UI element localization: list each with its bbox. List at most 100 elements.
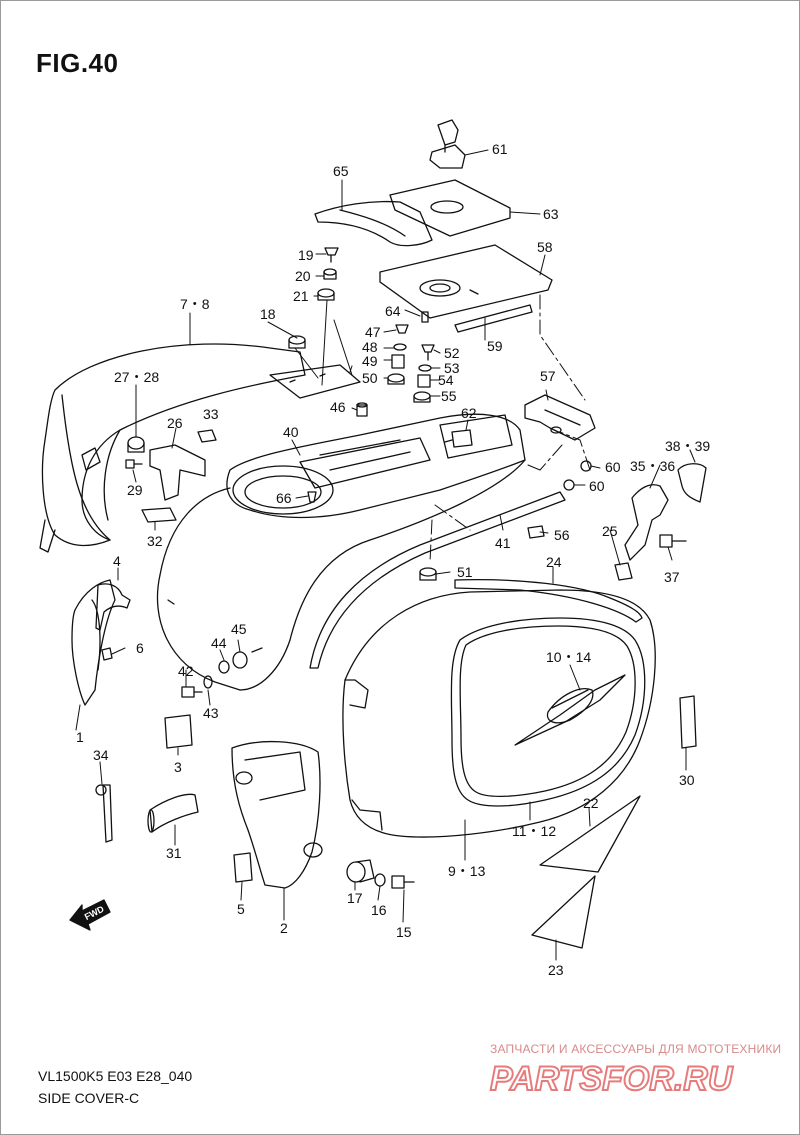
model-code: VL1500K5 E03 E28_040 (38, 1068, 193, 1084)
callout-43: 43 (203, 705, 219, 721)
part-decal-23 (531, 875, 596, 949)
part-grommet-45 (232, 647, 263, 669)
callout-57: 57 (540, 368, 556, 384)
callout-24: 24 (546, 554, 562, 570)
callout-23: 23 (548, 962, 564, 978)
part-rear-fender-base (156, 413, 526, 691)
callout-10-14: 10・14 (546, 649, 591, 665)
part-clamp-34 (95, 784, 113, 843)
callout-2: 2 (280, 920, 288, 936)
callout-37: 37 (664, 569, 680, 585)
callout-49: 49 (362, 353, 378, 369)
callout-16: 16 (371, 902, 387, 918)
callout-40: 40 (283, 424, 299, 440)
watermark-brand: PARTSFOR.RU (490, 1060, 734, 1098)
callout-62: 62 (461, 405, 477, 421)
callout-6: 6 (136, 640, 144, 656)
callout-48: 48 (362, 339, 378, 355)
callout-44: 44 (211, 635, 227, 651)
callout-66: 66 (276, 490, 292, 506)
callout-41: 41 (495, 535, 511, 551)
part-grommet-27-28 (127, 436, 145, 453)
part-pad-33 (197, 429, 217, 443)
part-bracket-under-seat (269, 364, 361, 399)
callout-38-39: 38・39 (665, 438, 710, 454)
part-emblem (514, 674, 626, 746)
part-plate-58 (379, 244, 553, 319)
callout-3: 3 (174, 759, 182, 775)
part-bracket-57 (524, 394, 596, 441)
callout-55: 55 (441, 388, 457, 404)
part-grommet-21 (317, 288, 335, 301)
part-lower-frame-cover (231, 740, 323, 889)
callout-42: 42 (178, 663, 194, 679)
part-grommet-17 (346, 859, 375, 883)
part-bracket-26 (149, 444, 206, 501)
part-trim-strip-24 (454, 579, 643, 623)
callout-53: 53 (444, 360, 460, 376)
callout-65: 65 (333, 163, 349, 179)
callout-26: 26 (167, 415, 183, 431)
part-plate-65 (314, 200, 433, 247)
part-bolt-52 (421, 344, 435, 361)
part-screw-66 (307, 491, 317, 503)
callout-7-8: 7・8 (180, 296, 210, 312)
callout-34: 34 (93, 747, 109, 763)
callout-27-28: 27・28 (114, 369, 159, 385)
part-key-lock (429, 119, 466, 169)
part-plate-63 (389, 179, 511, 237)
part-bolt-64 (421, 311, 429, 323)
callout-54: 54 (438, 372, 454, 388)
part-collar-16 (374, 873, 386, 887)
part-grommet-55 (413, 391, 431, 403)
callout-1: 1 (76, 729, 84, 745)
callout-58: 58 (537, 239, 553, 255)
callout-60b: 60 (589, 478, 605, 494)
part-washer-53 (418, 364, 432, 372)
part-pad-3 (164, 714, 193, 749)
callout-20: 20 (295, 268, 311, 284)
callout-59: 59 (487, 338, 503, 354)
part-washer-20 (323, 268, 337, 280)
callout-61: 61 (492, 141, 508, 157)
callout-52: 52 (444, 345, 460, 361)
callout-19: 19 (298, 247, 314, 263)
callout-11-12: 11・12 (512, 823, 556, 839)
callout-30: 30 (679, 772, 695, 788)
part-tube-31 (147, 793, 199, 833)
part-clip-62 (444, 429, 473, 448)
part-screw-19 (324, 247, 339, 263)
section-name: SIDE COVER-C (38, 1090, 140, 1106)
part-grommet-18 (288, 335, 306, 349)
callout-29: 29 (127, 482, 143, 498)
callout-60a: 60 (605, 459, 621, 475)
part-bolt-15 (391, 875, 415, 889)
callout-47: 47 (365, 324, 381, 340)
callout-17: 17 (347, 890, 363, 906)
callout-64: 64 (385, 303, 401, 319)
callout-51: 51 (457, 564, 473, 580)
part-pad-30 (679, 695, 697, 749)
part-strip-59 (454, 304, 533, 333)
leader-lines (75, 149, 696, 961)
part-small-left-cover (71, 579, 116, 706)
part-grommet-50 (387, 373, 405, 385)
part-bolt-37 (659, 534, 687, 548)
callout-5: 5 (237, 901, 245, 917)
callout-21: 21 (293, 288, 309, 304)
part-bolt-42 (181, 686, 203, 698)
callout-31: 31 (166, 845, 182, 861)
part-bolt-60b (563, 479, 575, 491)
part-bracket-25 (614, 562, 633, 581)
part-screw-29 (125, 459, 143, 469)
part-collar-44 (218, 660, 230, 674)
callout-46: 46 (330, 399, 346, 415)
callout-45: 45 (231, 621, 247, 637)
part-bolt-47 (395, 324, 409, 334)
part-pad-5 (233, 852, 253, 883)
callout-4: 4 (113, 553, 121, 569)
part-decal-22 (539, 795, 641, 873)
part-bracket-35-36 (624, 484, 669, 561)
part-gasket-4 (95, 583, 131, 661)
